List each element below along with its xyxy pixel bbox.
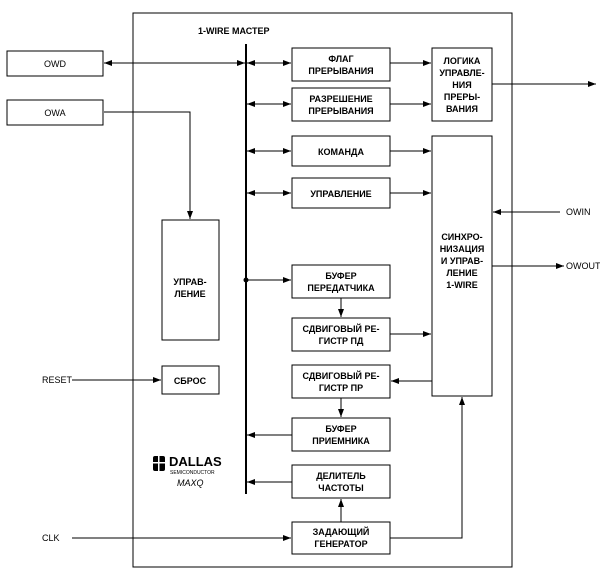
logo-name: DALLAS [169, 454, 222, 469]
logo-subtitle: SEMICONDUCTOR [170, 470, 215, 476]
oscillator-block: ЗАДАЮЩИЙ ГЕНЕРАТОР [291, 521, 391, 555]
interrupt-logic-block: ЛОГИКА УПРАВЛЕ- НИЯ ПРЕРЫ- ВАНИЯ [431, 47, 493, 122]
owd-port: OWD [6, 50, 104, 77]
tx-buffer-block: БУФЕР ПЕРЕДАТЧИКА [291, 264, 391, 299]
dallas-logo: DALLAS SEMICONDUCTOR MAXQ [153, 454, 222, 488]
command-block: КОМАНДА [291, 135, 391, 167]
svg-text:1-WIRE: 1-WIRE [446, 280, 478, 290]
svg-text:СДВИГОВЫЙ РЕ-: СДВИГОВЫЙ РЕ- [302, 323, 379, 334]
logo-product: MAXQ [177, 478, 204, 488]
svg-text:БУФЕР: БУФЕР [325, 271, 356, 281]
control-block: УПРАВЛЕНИЕ [291, 177, 391, 209]
svg-text:ПРЕРЫВАНИЯ: ПРЕРЫВАНИЯ [308, 106, 373, 116]
sync-control-block: СИНХРО- НИЗАЦИЯ И УПРАВ- ЛЕНИЕ 1-WIRE [431, 135, 493, 397]
svg-text:ГИСТР ПД: ГИСТР ПД [319, 336, 364, 346]
svg-text:РАЗРЕШЕНИЕ: РАЗРЕШЕНИЕ [309, 94, 372, 104]
svg-text:СБРОС: СБРОС [174, 376, 207, 386]
rx-buffer-block: БУФЕР ПРИЕМНИКА [291, 417, 391, 452]
interrupt-enable-block: РАЗРЕШЕНИЕ ПРЕРЫВАНИЯ [291, 87, 391, 122]
svg-text:НИЗАЦИЯ: НИЗАЦИЯ [440, 244, 485, 254]
svg-text:НИЯ: НИЯ [452, 80, 471, 90]
reset-signal-label: RESET [42, 375, 73, 385]
svg-text:ПЕРЕДАТЧИКА: ПЕРЕДАТЧИКА [307, 283, 375, 293]
svg-text:ЛЕНИЕ: ЛЕНИЕ [174, 289, 205, 299]
svg-text:ЛЕНИЕ: ЛЕНИЕ [446, 268, 477, 278]
tx-shift-register-block: СДВИГОВЫЙ РЕ- ГИСТР ПД [291, 317, 391, 352]
svg-text:СДВИГОВЫЙ РЕ-: СДВИГОВЫЙ РЕ- [302, 370, 379, 381]
management-block: УПРАВ- ЛЕНИЕ [161, 219, 220, 341]
svg-text:OWA: OWA [44, 108, 65, 118]
svg-text:УПРАВЛЕ-: УПРАВЛЕ- [439, 68, 484, 78]
reset-block: СБРОС [161, 365, 220, 395]
owin-signal-label: OWIN [566, 207, 591, 217]
svg-text:ЛОГИКА: ЛОГИКА [444, 56, 481, 66]
svg-text:БУФЕР: БУФЕР [325, 424, 356, 434]
svg-text:OWD: OWD [44, 59, 66, 69]
svg-text:ЗАДАЮЩИЙ: ЗАДАЮЩИЙ [313, 526, 370, 537]
connections [72, 60, 596, 541]
svg-text:ФЛАГ: ФЛАГ [328, 54, 353, 64]
owa-port: OWA [6, 99, 104, 126]
rx-shift-register-block: СДВИГОВЫЙ РЕ- ГИСТР ПР [291, 364, 391, 399]
clk-signal-label: CLK [42, 533, 60, 543]
svg-text:УПРАВ-: УПРАВ- [173, 277, 206, 287]
dallas-emblem-icon [153, 456, 165, 471]
svg-text:И УПРАВ-: И УПРАВ- [441, 256, 483, 266]
bus-label: 1-WIRE МАСТЕР [198, 26, 270, 36]
svg-text:ГЕНЕРАТОР: ГЕНЕРАТОР [314, 539, 367, 549]
svg-text:ЧАСТОТЫ: ЧАСТОТЫ [318, 483, 364, 493]
svg-text:ПРЕРЫ-: ПРЕРЫ- [444, 92, 480, 102]
clock-divider-block: ДЕЛИТЕЛЬ ЧАСТОТЫ [291, 464, 391, 499]
svg-text:ДЕЛИТЕЛЬ: ДЕЛИТЕЛЬ [316, 471, 366, 481]
svg-text:ПРИЕМНИКА: ПРИЕМНИКА [312, 436, 370, 446]
owout-signal-label: OWOUT [566, 261, 600, 271]
svg-text:ПРЕРЫВАНИЯ: ПРЕРЫВАНИЯ [308, 66, 373, 76]
svg-text:КОМАНДА: КОМАНДА [318, 147, 364, 157]
svg-text:ГИСТР ПР: ГИСТР ПР [319, 383, 363, 393]
svg-text:СИНХРО-: СИНХРО- [441, 232, 482, 242]
interrupt-flag-block: ФЛАГ ПРЕРЫВАНИЯ [291, 47, 391, 82]
svg-text:ВАНИЯ: ВАНИЯ [446, 104, 478, 114]
svg-text:УПРАВЛЕНИЕ: УПРАВЛЕНИЕ [310, 189, 371, 199]
